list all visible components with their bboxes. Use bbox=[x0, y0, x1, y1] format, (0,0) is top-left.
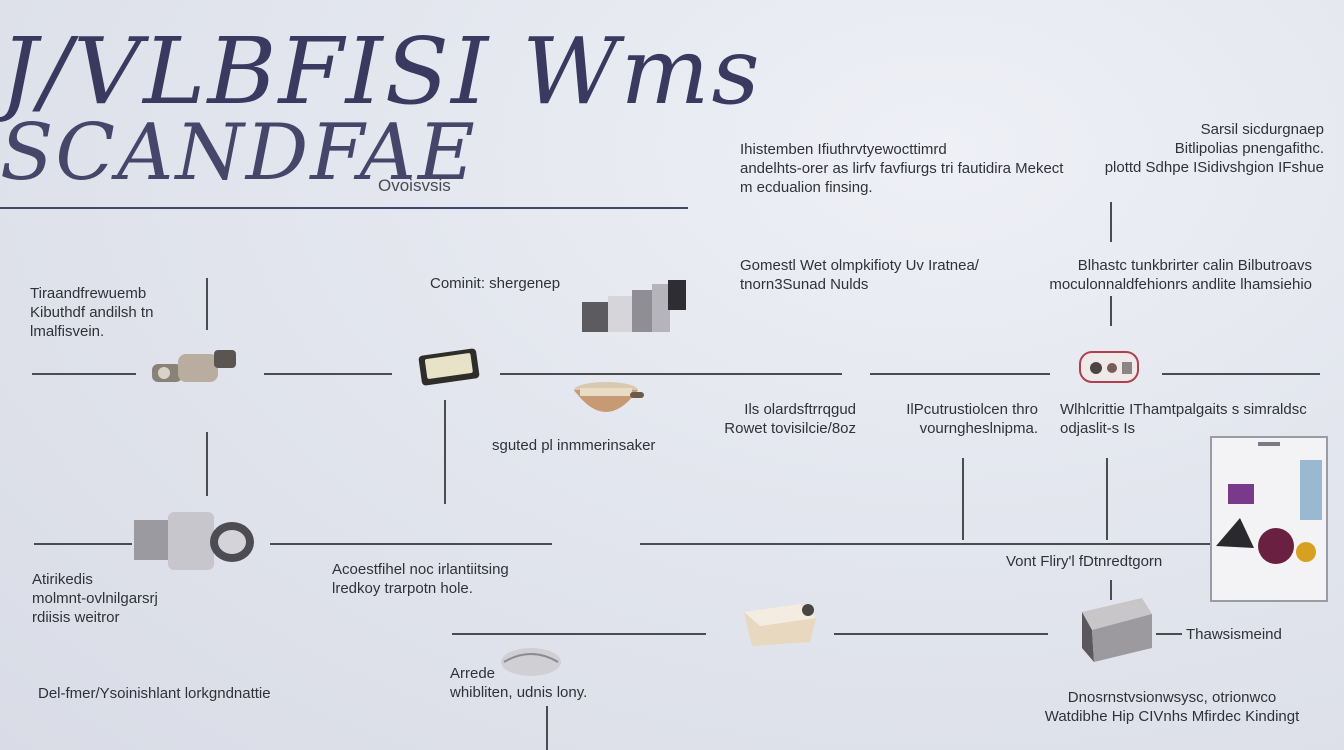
label-right-mid-lower: Vont Fliry'l fDtnredtgorn bbox=[1006, 553, 1163, 570]
connector-line bbox=[500, 373, 842, 375]
connector-line bbox=[640, 543, 1210, 545]
label-mid-left-small: Ils olardsftrrqgud Rowet tovisilcie/8oz bbox=[724, 401, 856, 437]
label-mid-pair: Gomestl Wet olmpkifioty Uv Iratnea/ tnor… bbox=[740, 257, 979, 293]
connector-line bbox=[444, 400, 446, 504]
box-icon bbox=[1072, 592, 1156, 668]
connector-line bbox=[546, 706, 548, 750]
pod-icon bbox=[1076, 346, 1144, 388]
connector-line bbox=[1156, 633, 1182, 635]
diagram-subtitle: Ovoisvsis bbox=[378, 176, 451, 195]
connector-line bbox=[32, 373, 136, 375]
label-left-lower: Atirikedis molmnt-ovlnilgarsrj rdiisis w… bbox=[32, 571, 158, 626]
label-bottom-right: Dnosrnstvsionwsysc, otrionwco Watdibhe H… bbox=[1044, 689, 1300, 725]
label-center-below-bowl: sguted pl inmmerinsaker bbox=[492, 437, 656, 454]
connector-line bbox=[1162, 373, 1320, 375]
label-mid-center-small: IlPcutrustiolcen thro vourngheslnipma. bbox=[906, 401, 1038, 437]
label-left-upper: Tiraandfrewuemb Kibuthdf andilsh tn lmal… bbox=[30, 285, 154, 340]
label-top-right: Sarsil sicdurgnaep Bitlipolias pnengafit… bbox=[1104, 121, 1324, 176]
connector-line bbox=[452, 633, 706, 635]
shell-icon bbox=[498, 644, 564, 680]
connector-line bbox=[206, 432, 208, 496]
connector-line bbox=[870, 373, 1050, 375]
cartridge-icon bbox=[416, 346, 486, 388]
label-top-center: Ihistemben Ifiuthrvtyewocttimrd andelhts… bbox=[740, 141, 1064, 196]
product-card-icon bbox=[1210, 436, 1328, 602]
label-mid-right-small: Wlhlcrittie IThamtpalgaits s simraldsc o… bbox=[1060, 401, 1307, 437]
connector-line bbox=[962, 458, 964, 540]
label-bottom-center: Arrede whibliten, udnis lony. bbox=[450, 665, 588, 701]
tray-icon bbox=[740, 598, 820, 650]
machine-icon bbox=[580, 278, 688, 338]
connector-line bbox=[34, 543, 132, 545]
diagram-title-line2: SCANDFAE bbox=[0, 108, 477, 198]
connector-line bbox=[264, 373, 392, 375]
label-center-lower: Acoestfihel noc irlantiitsing lredkoy tr… bbox=[332, 561, 509, 597]
label-center-top: Cominit: shergenep bbox=[430, 275, 561, 292]
connector-line bbox=[1106, 458, 1108, 540]
pump-icon bbox=[128, 508, 258, 574]
connector-line bbox=[206, 278, 208, 330]
diagram-title: J/VLBFISI Wms bbox=[0, 18, 762, 125]
connector-line bbox=[1110, 296, 1112, 326]
connector-icon bbox=[148, 340, 240, 396]
connector-line bbox=[834, 633, 1048, 635]
title-underline bbox=[0, 207, 688, 209]
label-bottom-left: Del-fmer/Ysoinishlant lorkgndnattie bbox=[38, 685, 271, 702]
label-right-lower-side: Thawsismeind bbox=[1186, 626, 1282, 643]
connector-line bbox=[270, 543, 552, 545]
connector-line bbox=[1110, 580, 1112, 600]
connector-line bbox=[1110, 202, 1112, 242]
label-right-upper: Blhastc tunkbrirter calin Bilbutroavs mo… bbox=[1049, 257, 1312, 293]
bowl-icon bbox=[566, 378, 648, 430]
